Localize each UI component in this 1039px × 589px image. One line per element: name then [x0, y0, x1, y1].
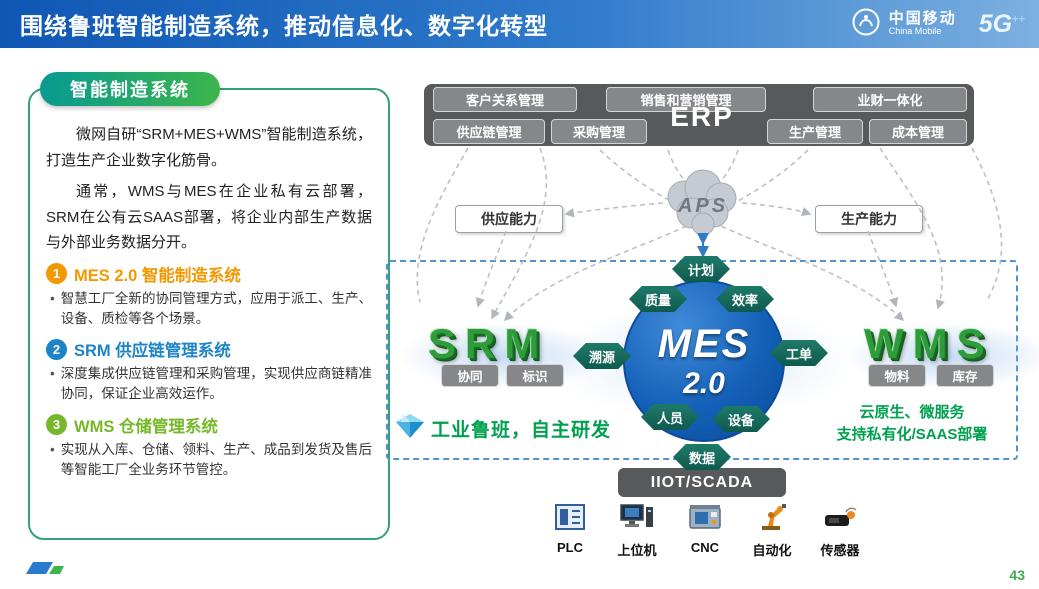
diamond-icon — [396, 414, 424, 443]
hexagon-equipment: 设备 — [712, 406, 770, 432]
feature-item-wms: 3 WMS 仓储管理系统 实现从入库、仓储、领料、生产、成品到发货及售后等智能工… — [46, 413, 372, 481]
hexagon-personnel: 人员 — [641, 404, 699, 430]
erp-module-finance: 业财一体化 — [813, 87, 967, 112]
brand-text: 中国移动 China Mobile — [888, 9, 957, 37]
item-title: MES 2.0 智能制造系统 — [74, 266, 241, 285]
device-label: CNC — [690, 540, 720, 555]
wms-title: WMS — [864, 320, 994, 367]
brand-name-en: China Mobile — [888, 26, 942, 37]
intro-paragraph-2: 通常，WMS与MES在企业私有云部署，SRM在公有云SAAS部署，将企业内部生产… — [46, 183, 372, 251]
slide-footer-mark-icon — [26, 561, 70, 580]
device-plc: PLC — [535, 502, 605, 555]
mes-core-line1: MES — [657, 321, 751, 366]
cloud-note-line1: 云原生、微服务 — [859, 404, 965, 421]
aps-label: APS — [677, 195, 728, 217]
device-label: PLC — [557, 540, 583, 555]
erp-module-sales-marketing: 销售和营销管理 — [606, 87, 766, 112]
device-sensor: 传感器 — [805, 502, 875, 559]
hexagon-data: 数据 — [673, 444, 731, 470]
device-automation: 自动化 — [737, 502, 807, 559]
host-computer-icon — [619, 504, 655, 536]
item-number-badge: 3 — [46, 414, 67, 435]
item-description: 智慧工厂全新的协同管理方式，应用于派工、生产、设备、质检等各个场景。 — [50, 289, 372, 330]
item-title: WMS 仓储管理系统 — [74, 417, 218, 436]
brand-area: 中国移动 China Mobile 5G++ — [851, 0, 1025, 48]
hexagon-workorder: 工单 — [770, 340, 828, 366]
sensor-icon — [822, 507, 858, 536]
erp-module-crm: 客户关系管理 — [433, 87, 577, 112]
aps-brain-icon — [667, 169, 737, 236]
panel-badge: 智能制造系统 — [40, 72, 220, 106]
wms-badge-inventory: 库存 — [936, 364, 994, 387]
page-number: 43 — [1009, 567, 1025, 583]
cloud-note-line2: 支持私有化/SAAS部署 — [836, 425, 988, 443]
china-mobile-logo-icon — [851, 7, 881, 42]
cnc-machine-icon — [687, 505, 723, 536]
device-label: 传感器 — [820, 543, 860, 558]
header-bar: 围绕鲁班智能制造系统，推动信息化、数字化转型 中国移动 China Mobile… — [0, 0, 1039, 48]
srm-badge-identification: 标识 — [506, 364, 564, 387]
intro-panel: 微网自研“SRM+MES+WMS”智能制造系统，打造生产企业数字化筋骨。 通常，… — [28, 88, 390, 540]
device-label: 上位机 — [617, 543, 657, 558]
intro-paragraph-1: 微网自研“SRM+MES+WMS”智能制造系统，打造生产企业数字化筋骨。 — [46, 126, 372, 169]
mes-core-line2: 2.0 — [683, 366, 725, 400]
erp-label: ERP — [670, 101, 734, 132]
erp-module-production: 生产管理 — [767, 119, 863, 144]
feature-item-srm: 2 SRM 供应链管理系统 深度集成供应链管理和采购管理，实现供应商链精准协同，… — [46, 337, 372, 405]
wms-badge-materials: 物料 — [868, 364, 926, 387]
feature-item-mes: 1 MES 2.0 智能制造系统 智慧工厂全新的协同管理方式，应用于派工、生产、… — [46, 262, 372, 330]
device-host-computer: 上位机 — [602, 502, 672, 559]
erp-module-supply-chain: 供应链管理 — [433, 119, 545, 144]
srm-title: SRM — [428, 320, 549, 367]
luban-note-text: 工业鲁班，自主研发 — [431, 420, 612, 441]
erp-module-procurement: 采购管理 — [551, 119, 647, 144]
page-title: 围绕鲁班智能制造系统，推动信息化、数字化转型 — [20, 13, 548, 39]
iiot-scada-bar: IIOT/SCADA — [618, 468, 786, 497]
device-label: 自动化 — [752, 543, 792, 558]
brand-name-cn: 中国移动 — [888, 9, 957, 27]
item-description: 实现从入库、仓储、领料、生产、成品到发货及售后等智能工厂全业务环节管控。 — [50, 440, 372, 481]
erp-module-cost: 成本管理 — [869, 119, 967, 144]
item-number-badge: 2 — [46, 338, 67, 360]
luban-note: 工业鲁班，自主研发 — [396, 414, 611, 443]
cloud-note: 云原生、微服务 支持私有化/SAAS部署 — [806, 402, 1018, 446]
robot-arm-icon — [754, 504, 790, 536]
srm-badge-collaboration: 协同 — [441, 364, 499, 387]
capability-production: 生产能力 — [815, 205, 923, 233]
capability-supply: 供应能力 — [455, 205, 563, 233]
item-title: SRM 供应链管理系统 — [74, 342, 231, 360]
item-number-badge: 1 — [46, 263, 67, 284]
plc-icon — [552, 504, 588, 536]
item-description: 深度集成供应链管理和采购管理，实现供应商链精准协同，保证企业高效运作。 — [50, 364, 372, 405]
5g-logo: 5G++ — [978, 9, 1025, 38]
device-cnc: CNC — [670, 502, 740, 555]
